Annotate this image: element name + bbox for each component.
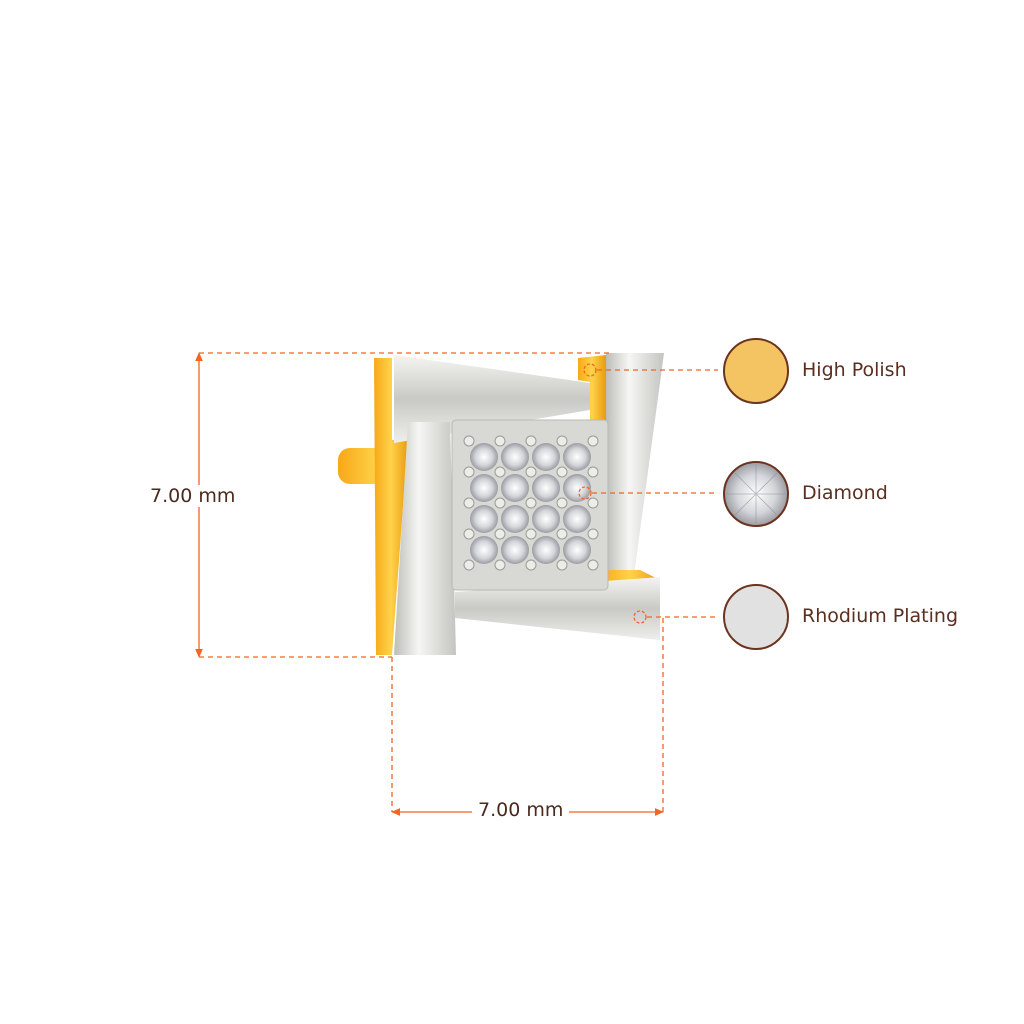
gold-back-top [578,355,606,420]
height-dimension-label: 7.00 mm [144,485,242,507]
pave-diamond [501,505,529,533]
prong-bead [494,528,506,540]
prong-bead [556,559,568,571]
pave-diamond [532,505,560,533]
pave-diamond [563,536,591,564]
legend-label-rhodium-plating: Rhodium Plating [802,605,959,627]
pave-diamond [563,505,591,533]
prong-bead [525,466,537,478]
pave-diamond [501,474,529,502]
prong-bead [587,497,599,509]
silver-bar-left [394,422,456,655]
high-polish-swatch-icon [723,338,789,404]
silver-bar-right [606,353,664,590]
diamond-facets [726,464,786,524]
prong-bead [556,497,568,509]
diamond-stones [463,435,599,571]
prong-bead [494,497,506,509]
prong-bead [494,466,506,478]
prong-bead [525,559,537,571]
prong-bead [463,497,475,509]
pave-diamond [470,536,498,564]
prong-bead [525,497,537,509]
prong-bead [463,528,475,540]
prong-bead [587,559,599,571]
silver-bar-bottom [455,577,660,640]
silver-bar-top [394,355,590,443]
gold-back-left [374,358,408,655]
pave-diamond [532,536,560,564]
prong-bead [556,435,568,447]
prong-bead [556,528,568,540]
prong-bead [587,466,599,478]
prong-bead [525,528,537,540]
legend-label-diamond: Diamond [802,482,888,504]
pave-diamond [470,505,498,533]
prong-bead [463,435,475,447]
pave-diamond [501,443,529,471]
width-dimension-label: 7.00 mm [472,799,570,821]
legend-label-high-polish: High Polish [802,359,907,381]
pave-diamond [563,443,591,471]
pave-diamond [501,536,529,564]
callout-marker-diamond [578,486,592,500]
callout-marker-rhodium [633,610,647,624]
prong-bead [587,528,599,540]
prong-bead [494,559,506,571]
pave-diamond [532,443,560,471]
pave-diamond [470,443,498,471]
prong-bead [587,435,599,447]
callout-marker-high-polish [583,363,597,377]
pave-diamond [532,474,560,502]
prong-bead [494,435,506,447]
prong-bead [556,466,568,478]
prong-bead [463,559,475,571]
pave-diamond [563,474,591,502]
rhodium-swatch-icon [723,584,789,650]
prong-bead [525,435,537,447]
pave-diamond [470,474,498,502]
prong-bead [463,466,475,478]
earring-image [338,353,664,655]
